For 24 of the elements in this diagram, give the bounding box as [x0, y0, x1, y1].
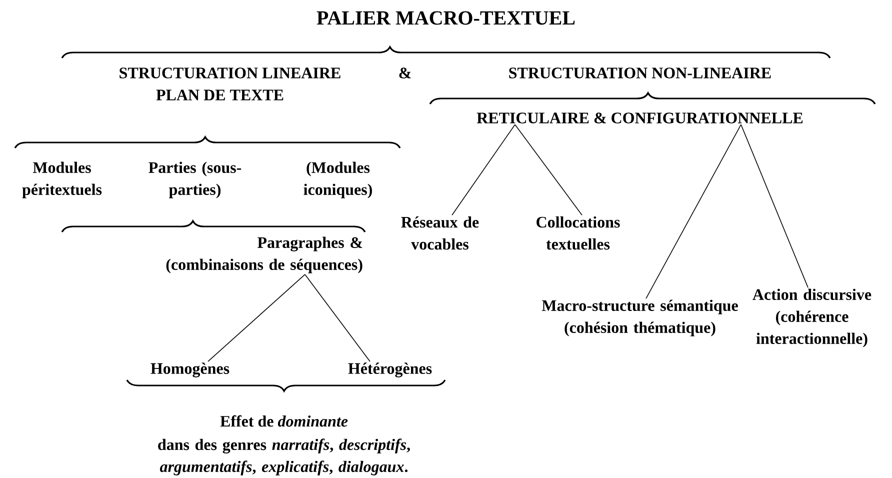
label: Parties (sous-parties): [148, 162, 242, 198]
label: STRUCTURATION NON-LINEAIRE: [509, 68, 771, 78]
node-text: Réseaux de vocables: [401, 216, 479, 250]
node-text: Hétérogènes: [348, 362, 432, 378]
node-text: Paragraphes & (combinaisons de séquences): [166, 236, 362, 274]
node-text: Collocations textuelles: [536, 216, 620, 250]
label: dans des genres narratifs, descriptifs, argumentatifs, explicatifs, dialogaux.: [158, 438, 410, 476]
node-text: Macro-structure sémantique (cohésion thématique): [542, 300, 738, 336]
node-text: RETICULAIRE & CONFIGURATIONNELLE: [476, 112, 803, 124]
label: PLAN DE TEXTE: [156, 90, 284, 100]
title: PALIER MACRO-TEXTUEL: [316, 11, 575, 25]
label: &: [399, 68, 411, 78]
label: Effet de dominante: [220, 415, 348, 427]
label: Modules péritextuels: [22, 162, 102, 198]
label: STRUCTURATION LINEAIRE: [120, 68, 340, 78]
connector-line: [208, 274, 306, 362]
connector-line: [740, 124, 808, 288]
node-text: Homogènes: [150, 362, 230, 378]
connector-line: [304, 274, 370, 362]
connector-line: [452, 124, 516, 216]
connector-line: [646, 124, 742, 299]
node-text: Action discursive (cohérence interactionnelle): [752, 288, 872, 348]
label: (Modules iconiques): [304, 162, 372, 198]
connector-line: [514, 124, 582, 216]
